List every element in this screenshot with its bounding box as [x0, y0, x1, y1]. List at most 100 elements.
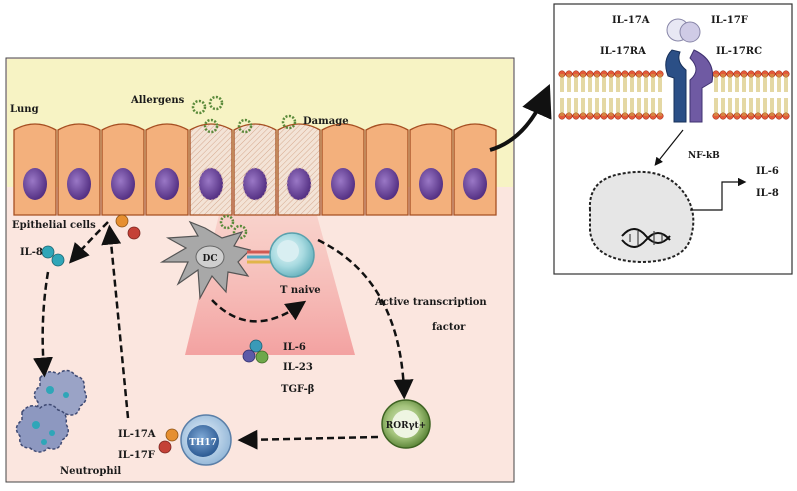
allergen-ring-icon — [281, 114, 297, 130]
lipid-head — [572, 70, 580, 78]
arrow-icon — [654, 129, 684, 166]
cytokine-il23 — [242, 349, 256, 363]
inset-il17rc-label: IL-17RC — [716, 46, 762, 57]
nfkb-label: NF-kB — [688, 151, 720, 161]
il6-label: IL-6 — [283, 342, 306, 353]
neutrophils: Neutrophil — [15, 369, 121, 477]
th17-label: TH17 — [189, 438, 217, 448]
lipid-head — [726, 112, 734, 120]
lipid-head — [558, 70, 566, 78]
allergens-label: Allergens — [130, 95, 185, 106]
lipid-head — [593, 70, 601, 78]
arrow-icon — [237, 429, 379, 450]
nuclei — [23, 167, 487, 201]
dna-icon — [621, 228, 671, 248]
il17f-ligand — [679, 21, 701, 43]
nucleus — [155, 168, 179, 200]
il17-receptor-complex — [665, 18, 714, 123]
allergen-ring-icon — [191, 99, 207, 115]
roryt-cell: RORγt+ — [381, 399, 431, 449]
nucleus — [198, 167, 224, 201]
lipid-head — [649, 112, 657, 120]
lipid-head — [733, 112, 741, 120]
il17f-label: IL-17F — [118, 450, 155, 461]
dna-strand — [621, 232, 671, 248]
tgfb-label: TGF-β — [281, 384, 315, 395]
lipid-head — [726, 70, 734, 78]
il17ra-receptor — [665, 49, 687, 123]
cytokine-il8 — [51, 253, 65, 267]
lipid-head — [740, 112, 748, 120]
lipid-head — [558, 112, 566, 120]
nucleus — [419, 168, 443, 200]
lipid-head — [565, 112, 573, 120]
lipid-head — [712, 70, 720, 78]
flow-arrows — [33, 221, 414, 450]
allergen-particles — [191, 95, 297, 240]
lipid-head — [747, 112, 755, 120]
lipid-head — [656, 70, 664, 78]
nucleus — [286, 167, 312, 201]
lipid-head — [775, 70, 783, 78]
il17a-label: IL-17A — [118, 429, 156, 440]
nucleus — [23, 168, 47, 200]
lipid-head — [649, 70, 657, 78]
inset-panel: IL-17A IL-17F IL-17RA IL-17RC NF-kB IL-6… — [553, 3, 793, 275]
epithelial-il17 — [115, 214, 141, 240]
cytokine-tgfb — [255, 350, 269, 364]
allergen-ring-icon — [237, 118, 253, 134]
lipid-head — [579, 70, 587, 78]
granule — [46, 386, 54, 394]
lipid-head — [719, 70, 727, 78]
cytokine-il17f — [158, 440, 172, 454]
lipid-head — [572, 112, 580, 120]
lipid-head — [740, 70, 748, 78]
allergen-ring-icon — [208, 95, 224, 111]
immune-synapse — [247, 250, 272, 264]
lipid-head — [607, 70, 615, 78]
granule — [49, 430, 55, 436]
lipid-head — [614, 70, 622, 78]
allergen-ring-icon — [219, 214, 235, 230]
neutrophil-label: Neutrophil — [60, 466, 121, 477]
lipid-head — [593, 112, 601, 120]
lipid-head — [782, 112, 790, 120]
arrow-icon — [489, 84, 552, 152]
lipid-head — [761, 70, 769, 78]
lipid-head — [761, 112, 769, 120]
cytokine-il6 — [249, 339, 263, 353]
lipid-head — [754, 70, 762, 78]
nucleus — [242, 167, 268, 201]
lipid-head — [635, 70, 643, 78]
lipid-head — [768, 112, 776, 120]
lipid-head — [586, 70, 594, 78]
neutrophil-cell — [15, 403, 69, 453]
il8-molecules: IL-8 — [20, 245, 65, 267]
epithelial-cells-label: Epithelial cells — [12, 220, 96, 231]
granule — [63, 392, 69, 398]
lipid-head — [782, 70, 790, 78]
lipid-tails — [560, 74, 788, 116]
nucleus — [331, 168, 355, 200]
lipid-head — [642, 112, 650, 120]
th17-nucleus — [187, 425, 219, 457]
t-naive-label: T naive — [280, 285, 321, 296]
lipid-head — [621, 112, 629, 120]
lipid-head — [628, 112, 636, 120]
lipid-head — [719, 112, 727, 120]
lipid-head — [614, 112, 622, 120]
lipid-head — [642, 70, 650, 78]
active-tf-label-2: factor — [432, 322, 466, 333]
th17-cytokines: IL-17A IL-17F — [118, 428, 179, 461]
roryt-label: RORγt+ — [386, 421, 426, 431]
lipid-head — [621, 70, 629, 78]
il17rc-receptor — [689, 49, 714, 123]
inset-il17f-label: IL-17F — [711, 15, 748, 26]
dendritic-cell: DC — [159, 220, 252, 301]
active-tf-label-1: Active transcription — [374, 297, 487, 308]
cytokine-il17a — [165, 428, 179, 442]
arrow-icon — [101, 224, 130, 419]
lipid-head — [747, 70, 755, 78]
